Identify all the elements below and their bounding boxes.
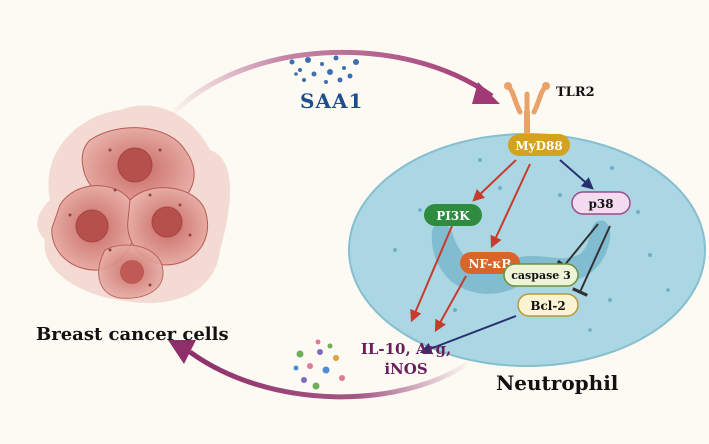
- pi3k-label: PI3K: [436, 209, 470, 223]
- bcl2-node: Bcl-2: [517, 293, 579, 317]
- cytokine-particles: [293, 339, 345, 390]
- myd88-label: MyD88: [515, 139, 562, 153]
- saa1-label: SAA1: [300, 89, 363, 113]
- cytokines-label-line2: iNOS: [384, 360, 427, 378]
- tlr2-receptor-icon: [504, 82, 550, 135]
- bottom-arc-arrow: [168, 340, 472, 400]
- myd88-node: MyD88: [508, 134, 570, 156]
- saa1-particles: [289, 55, 359, 84]
- bcl2-label: Bcl-2: [530, 299, 565, 313]
- neutrophil-label: Neutrophil: [496, 371, 619, 395]
- cytokines-label-line1: IL-10, Arg,: [361, 340, 451, 358]
- pathway-arrows: [410, 159, 611, 355]
- nfkb-node: NF-κB: [460, 252, 520, 274]
- caspase3-label: caspase 3: [511, 269, 571, 282]
- top-arc-arrow: [166, 49, 500, 120]
- p38-label: p38: [588, 197, 613, 211]
- tumor-cluster: [37, 105, 230, 303]
- nfkb-label: NF-κB: [468, 257, 511, 271]
- caspase3-node: caspase 3: [503, 263, 579, 287]
- tlr2-label: TLR2: [556, 85, 595, 100]
- breast-cancer-label: Breast cancer cells: [36, 324, 229, 345]
- p38-node: p38: [571, 191, 631, 215]
- pi3k-node: PI3K: [424, 204, 482, 226]
